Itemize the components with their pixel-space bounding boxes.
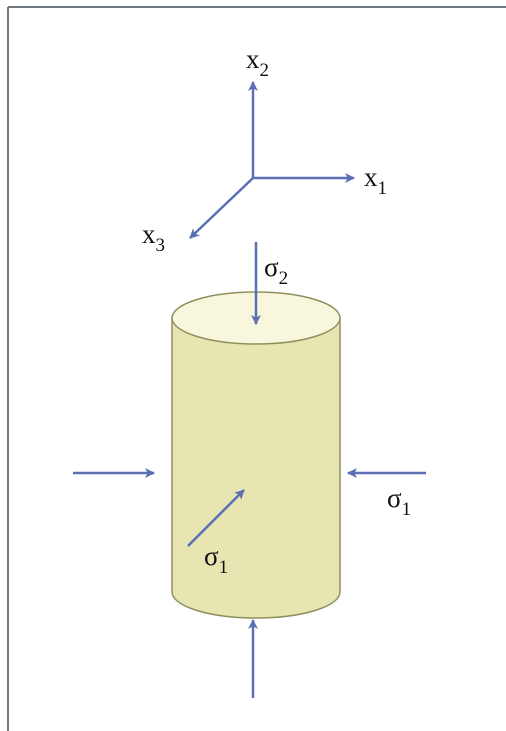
- stress-arrows: [73, 242, 426, 698]
- stress-label-front: σ1: [204, 541, 228, 578]
- axis-x2-label: x2: [246, 44, 269, 81]
- axis-x1-label: x1: [364, 162, 387, 199]
- axis-x3-arrow: [189, 177, 254, 239]
- cylinder-body: [171, 317, 341, 619]
- axis-x3-label: x3: [142, 219, 165, 256]
- coordinate-axes: x2 x1 x3: [142, 44, 387, 256]
- stress-label-right: σ1: [387, 483, 411, 520]
- cylinder-specimen: [171, 291, 341, 619]
- stress-label-top: σ2: [264, 252, 288, 289]
- stress-arrow-front: [187, 489, 245, 547]
